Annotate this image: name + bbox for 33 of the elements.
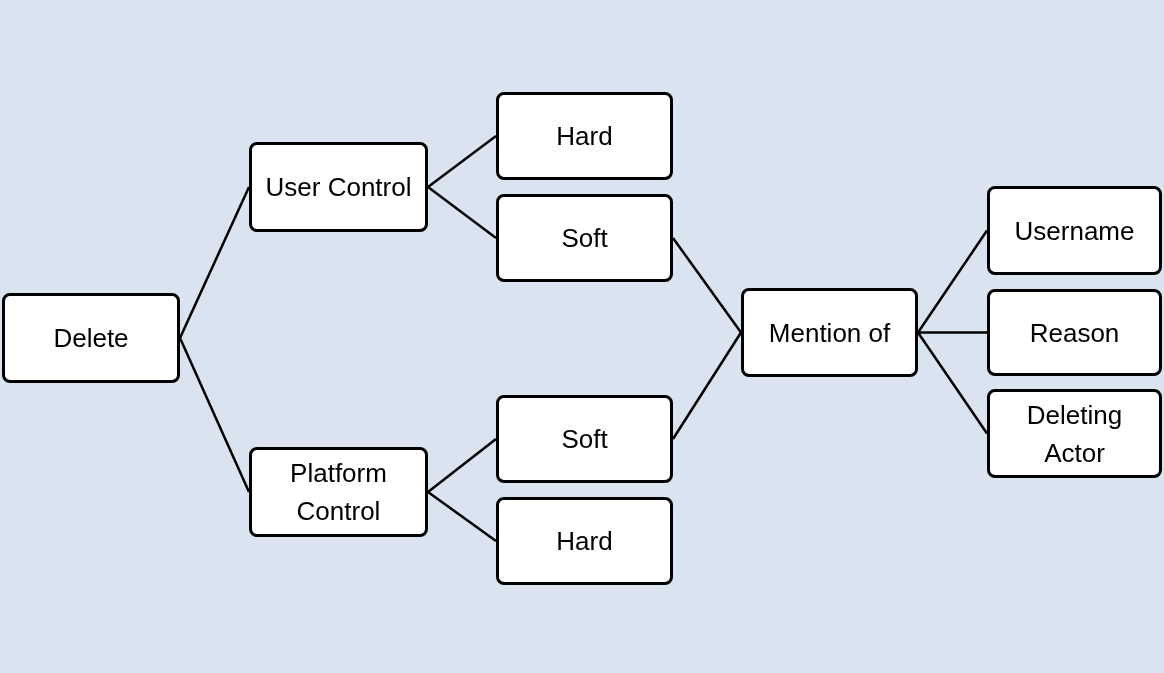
connector-line — [671, 331, 743, 440]
connector-line — [178, 186, 251, 339]
node-box — [249, 142, 428, 232]
node-box — [496, 395, 673, 483]
node-box — [741, 288, 918, 377]
node-box — [249, 447, 428, 537]
connector-line — [916, 229, 989, 334]
connector-line — [918, 331, 987, 334]
node-label: Hard — [556, 525, 613, 558]
node-label: Username — [1014, 214, 1135, 248]
node-box — [987, 389, 1162, 478]
node-box — [987, 186, 1162, 275]
node-label: Mention of — [768, 316, 891, 350]
node-label: Soft — [561, 423, 608, 456]
node-label: Platform Control — [289, 457, 388, 528]
node-box — [496, 92, 673, 180]
connector-line — [427, 438, 497, 493]
node-label: Deleting Actor — [1025, 398, 1124, 470]
connector-line — [427, 135, 497, 188]
connector-line — [916, 331, 989, 435]
connector-line — [178, 337, 251, 493]
node-label: Delete — [53, 322, 129, 355]
node-label: User Control — [265, 171, 412, 204]
node-box — [987, 289, 1162, 376]
node-box — [2, 293, 180, 383]
node-box — [496, 497, 673, 585]
node-label: Soft — [561, 222, 608, 255]
node-label: Hard — [556, 120, 613, 153]
connector-line — [427, 491, 497, 542]
connector-line — [427, 186, 497, 239]
node-box — [496, 194, 673, 282]
node-label: Reason — [1029, 316, 1120, 350]
connector-line — [672, 237, 742, 334]
